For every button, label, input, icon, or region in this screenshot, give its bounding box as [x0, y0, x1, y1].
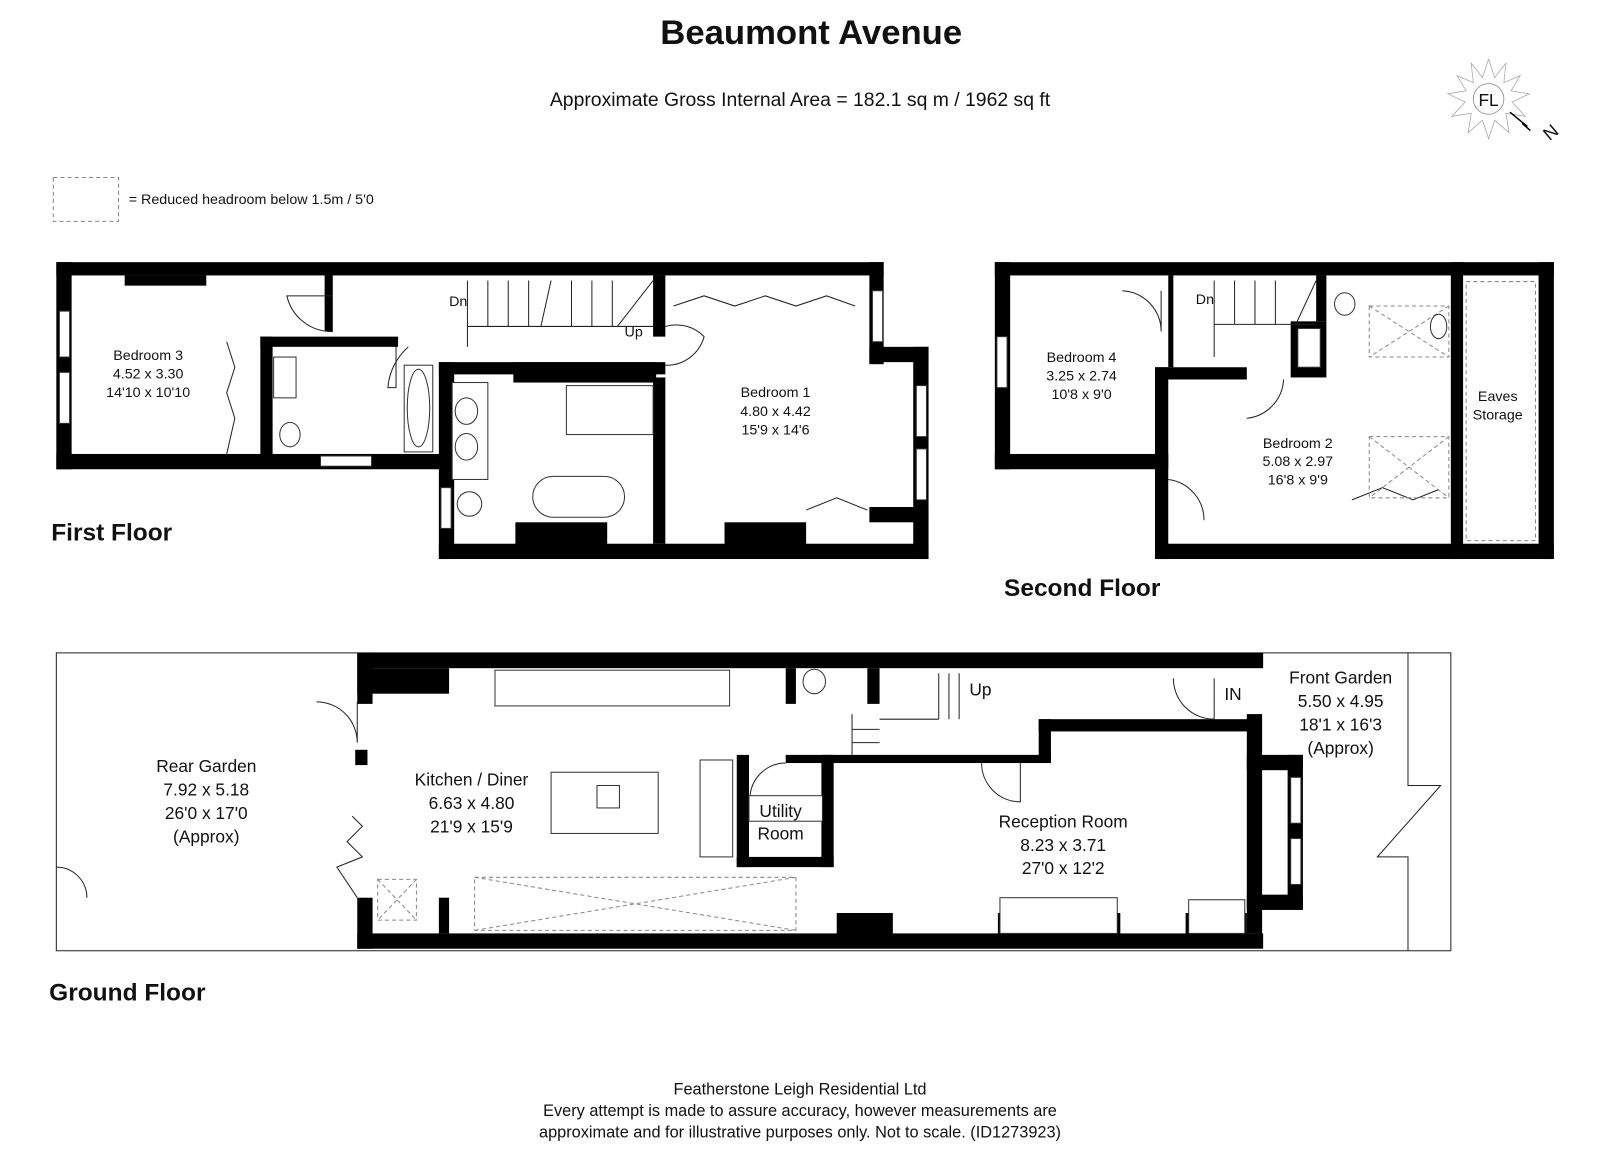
- room-metric: 7.92 x 5.18: [163, 780, 249, 800]
- room-name: Bedroom 4: [1047, 350, 1117, 366]
- room-imperial: 16'8 x 9'9: [1268, 473, 1328, 489]
- room-bedroom-4: Bedroom 4 3.25 x 2.74 10'8 x 9'0: [1046, 350, 1117, 403]
- room-bedroom-1: Bedroom 1 4.80 x 4.42 15'9 x 14'6: [740, 385, 811, 439]
- second-floor-plan: [994, 262, 1554, 560]
- footer-disclaimer-2: approximate and for illustrative purpose…: [539, 1123, 1061, 1141]
- room-reception: Reception Room 8.23 x 3.71 27'0 x 12'2: [999, 811, 1128, 878]
- room-name: Bedroom 3: [113, 348, 183, 364]
- room-metric: 6.63 x 4.80: [429, 793, 515, 813]
- ground-floor-label: Ground Floor: [49, 980, 206, 1007]
- room-imperial: 26'0 x 17'0: [165, 803, 248, 823]
- room-name: Kitchen / Diner: [415, 769, 529, 789]
- eaves-label-line1: Eaves: [1478, 389, 1518, 405]
- room-metric: 4.52 x 3.30: [113, 366, 184, 382]
- gross-area: Approximate Gross Internal Area = 182.1 …: [550, 89, 1051, 111]
- ground-floor-plan: [55, 652, 1452, 952]
- room-name: Bedroom 1: [741, 385, 811, 401]
- compass-logo-icon: FL N: [1446, 57, 1563, 145]
- room-bedroom-3: Bedroom 3 4.52 x 3.30 14'10 x 10'10: [106, 348, 190, 401]
- room-metric: 4.80 x 4.42: [740, 404, 811, 420]
- eaves-label-line2: Storage: [1473, 407, 1523, 423]
- room-name: Bedroom 2: [1263, 436, 1333, 452]
- legend-label: = Reduced headroom below 1.5m / 5'0: [129, 192, 374, 208]
- room-imperial: 15'9 x 14'6: [741, 423, 809, 439]
- reduced-headroom-swatch: [52, 176, 120, 222]
- room-imperial: 18'1 x 16'3: [1299, 714, 1382, 734]
- room-note: (Approx): [173, 827, 239, 847]
- first-floor-plan: [56, 262, 929, 560]
- room-metric: 8.23 x 3.71: [1020, 835, 1106, 855]
- footer-company: Featherstone Leigh Residential Ltd: [673, 1081, 926, 1099]
- room-rear-garden: Rear Garden 7.92 x 5.18 26'0 x 17'0 (App…: [156, 756, 256, 846]
- north-label: N: [1539, 120, 1563, 145]
- room-metric: 5.08 x 2.97: [1263, 454, 1334, 470]
- page-title: Beaumont Avenue: [660, 14, 962, 52]
- logo-text: FL: [1478, 90, 1499, 110]
- entrance-label: IN: [1224, 684, 1241, 704]
- room-kitchen-diner: Kitchen / Diner 6.63 x 4.80 21'9 x 15'9: [415, 769, 529, 836]
- stairs-up-label: Up: [625, 325, 643, 341]
- utility-label-line1: Utility: [759, 801, 802, 821]
- room-imperial: 27'0 x 12'2: [1022, 858, 1105, 878]
- stairs-down-label: Dn: [1196, 292, 1214, 308]
- footer-disclaimer-1: Every attempt is made to assure accuracy…: [543, 1102, 1057, 1120]
- utility-label-line2: Room: [758, 824, 804, 844]
- room-imperial: 21'9 x 15'9: [430, 816, 513, 836]
- room-imperial: 10'8 x 9'0: [1051, 387, 1111, 403]
- room-metric: 5.50 x 4.95: [1298, 691, 1384, 711]
- room-front-garden: Front Garden 5.50 x 4.95 18'1 x 16'3 (Ap…: [1289, 667, 1392, 757]
- room-metric: 3.25 x 2.74: [1046, 369, 1117, 385]
- room-bedroom-2: Bedroom 2 5.08 x 2.97 16'8 x 9'9: [1263, 436, 1334, 489]
- room-utility: Utility Room: [758, 801, 804, 843]
- eaves-storage: Eaves Storage: [1473, 389, 1523, 423]
- second-floor-label: Second Floor: [1004, 575, 1161, 602]
- room-note: (Approx): [1307, 738, 1373, 758]
- room-imperial: 14'10 x 10'10: [106, 385, 190, 401]
- room-name: Reception Room: [999, 811, 1128, 831]
- stairs-down-label: Dn: [449, 294, 467, 310]
- room-name: Rear Garden: [156, 756, 256, 776]
- first-floor-label: First Floor: [51, 520, 172, 547]
- room-name: Front Garden: [1289, 667, 1392, 687]
- stairs-up-label: Up: [969, 680, 991, 700]
